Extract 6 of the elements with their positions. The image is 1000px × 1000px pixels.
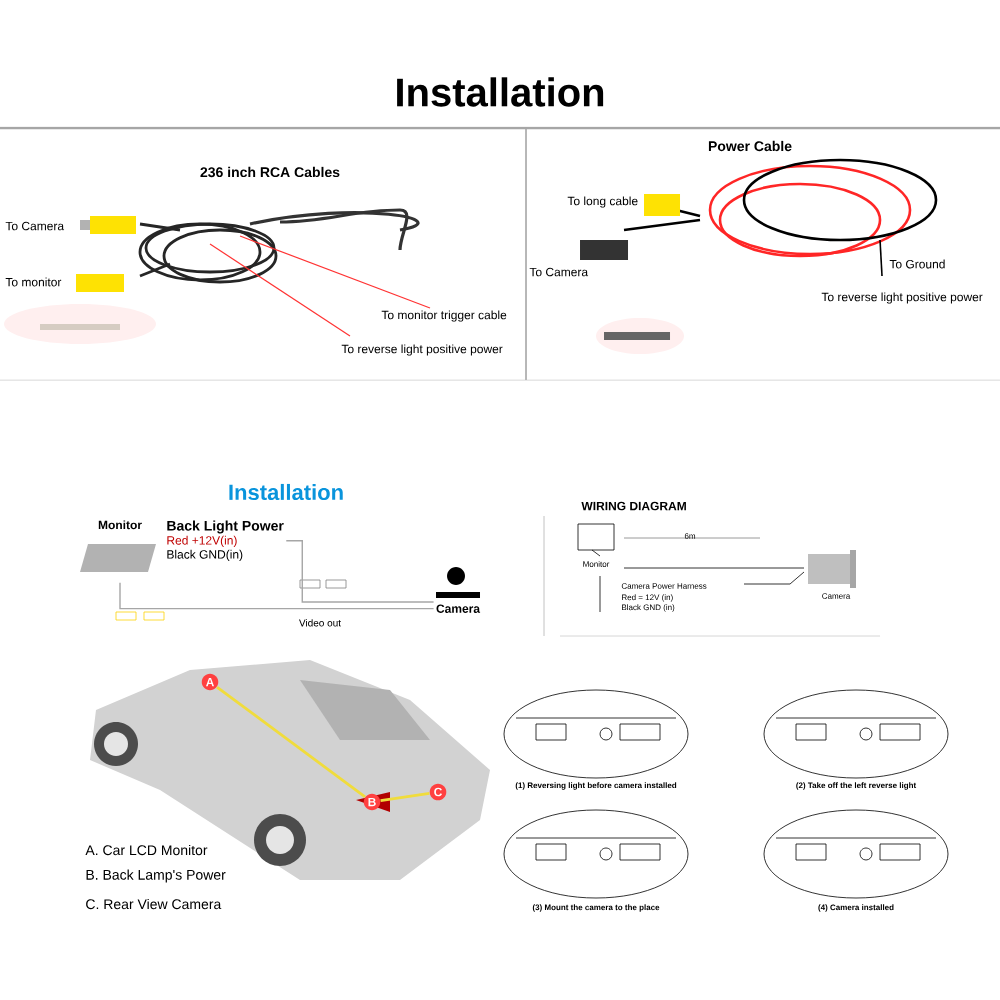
connector-line xyxy=(285,540,435,603)
connector-line xyxy=(216,686,366,798)
title: Installation xyxy=(397,77,604,107)
heading: Installation xyxy=(229,483,343,501)
connector-line xyxy=(119,582,435,610)
connector-line xyxy=(380,791,430,803)
